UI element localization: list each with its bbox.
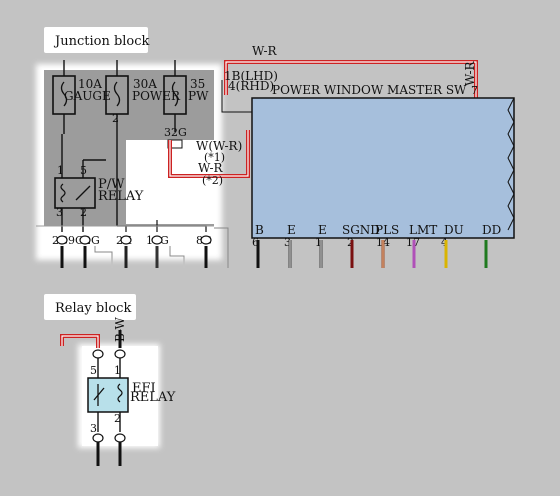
master-sw-terminal-b: B 6 xyxy=(252,223,264,268)
terminal-b-pin: 6 xyxy=(252,236,259,249)
wire-top-label: W-R xyxy=(252,44,278,58)
fuse-gauge-amp: 10A xyxy=(78,77,102,91)
relay-block-title: Relay block xyxy=(55,301,131,316)
terminal-lmt-name: LMT xyxy=(409,223,437,237)
pw-relay-pin-2: 2 xyxy=(80,206,87,219)
terminal-e2-name: E xyxy=(318,223,327,237)
fuse-power-name: POWER xyxy=(132,89,181,103)
pw-relay-word: RELAY xyxy=(98,189,144,204)
master-sw-terminal-sgnd: SGND 2 xyxy=(342,223,380,268)
fuse-power-amp: 30A xyxy=(133,77,157,91)
master-sw-terminal-dd: DD xyxy=(482,223,501,268)
fuse-power: 30A POWER 2 xyxy=(105,60,181,226)
terminal-e1-name: E xyxy=(287,223,296,237)
junction-block: Junction block 10A GAUGE 30A POWER 2 xyxy=(36,27,229,268)
power-window-master-sw: 1B(LHD) 4(RHD) POWER WINDOW MASTER SW 7 … xyxy=(221,69,515,268)
fuse-power-pin: 2 xyxy=(112,112,119,125)
terminal-pls-name: PLS xyxy=(375,223,399,237)
pw-relay-pin-1: 1 xyxy=(57,164,64,177)
master-sw-terminal-e1: E 3 xyxy=(284,223,296,268)
master-sw-terminal-pls: PLS 14 xyxy=(375,223,399,268)
efi-relay-pin-3: 3 xyxy=(90,422,97,435)
pw-relay-pin-5: 5 xyxy=(80,164,87,177)
wire-mid-label-2: W-R xyxy=(198,161,224,175)
fuse-gauge: 10A GAUGE xyxy=(52,60,111,134)
master-sw-terminal-lmt: LMT 17 xyxy=(406,223,437,268)
efi-relay-pin-2: 2 xyxy=(114,412,121,425)
efi-relay-pin-1: 1 xyxy=(114,364,121,377)
wire-note-1: (*1) xyxy=(204,151,225,164)
terminal-sgnd-name: SGND xyxy=(342,223,380,237)
master-sw-box xyxy=(251,97,515,239)
terminal-e2-pin: 1 xyxy=(315,236,322,249)
master-sw-terminal-du: DU 4 xyxy=(441,223,464,268)
efi-relay-name: EFI xyxy=(132,381,156,396)
connector-label-rhd: 4(RHD) xyxy=(228,79,274,93)
pw-relay-pin-3: 3 xyxy=(56,206,63,219)
relay-block: Relay block B-W 5 1 EFI RELAY 2 3 xyxy=(44,294,176,466)
fuse-pw-amp: 35 xyxy=(190,77,205,91)
efi-relay-pin-5: 5 xyxy=(90,364,97,377)
wire-w-r: W-R W-R W(W-R) (*1) W-R (*2) xyxy=(168,44,478,187)
connector-32g-label: 32G xyxy=(164,126,187,139)
master-sw-title: POWER WINDOW MASTER SW xyxy=(272,83,467,97)
master-sw-pin-7: 7 xyxy=(471,84,478,97)
pw-relay-name: P/W xyxy=(98,177,125,192)
master-sw-terminal-e2: E 1 xyxy=(315,223,327,268)
terminal-dd-name: DD xyxy=(482,223,501,237)
terminal-du-name: DU xyxy=(444,223,464,237)
wire-top-label-right: W-R xyxy=(463,60,477,86)
pw-relay-body xyxy=(54,177,96,209)
fuse-gauge-name: GAUGE xyxy=(64,89,111,103)
fuse-pw-name: PW xyxy=(188,89,209,103)
junction-block-title-box xyxy=(44,27,148,53)
relay-wire-label: B-W xyxy=(113,317,127,342)
wire-mid-label: W(W-R) xyxy=(196,139,242,153)
jb-terminal-2: 9G xyxy=(68,234,84,247)
pw-relay: 1 5 3 2 P/W RELAY xyxy=(54,134,144,232)
efi-relay-body xyxy=(87,377,129,413)
terminal-e1-pin: 3 xyxy=(284,236,291,249)
junction-block-title: Junction block xyxy=(53,34,150,49)
connector-label-lhd: 1B(LHD) xyxy=(224,69,278,83)
terminal-b-name: B xyxy=(255,223,264,237)
wire-note-2: (*2) xyxy=(202,174,223,187)
efi-relay-word: RELAY xyxy=(130,390,176,405)
relay-block-title-box xyxy=(44,294,136,320)
